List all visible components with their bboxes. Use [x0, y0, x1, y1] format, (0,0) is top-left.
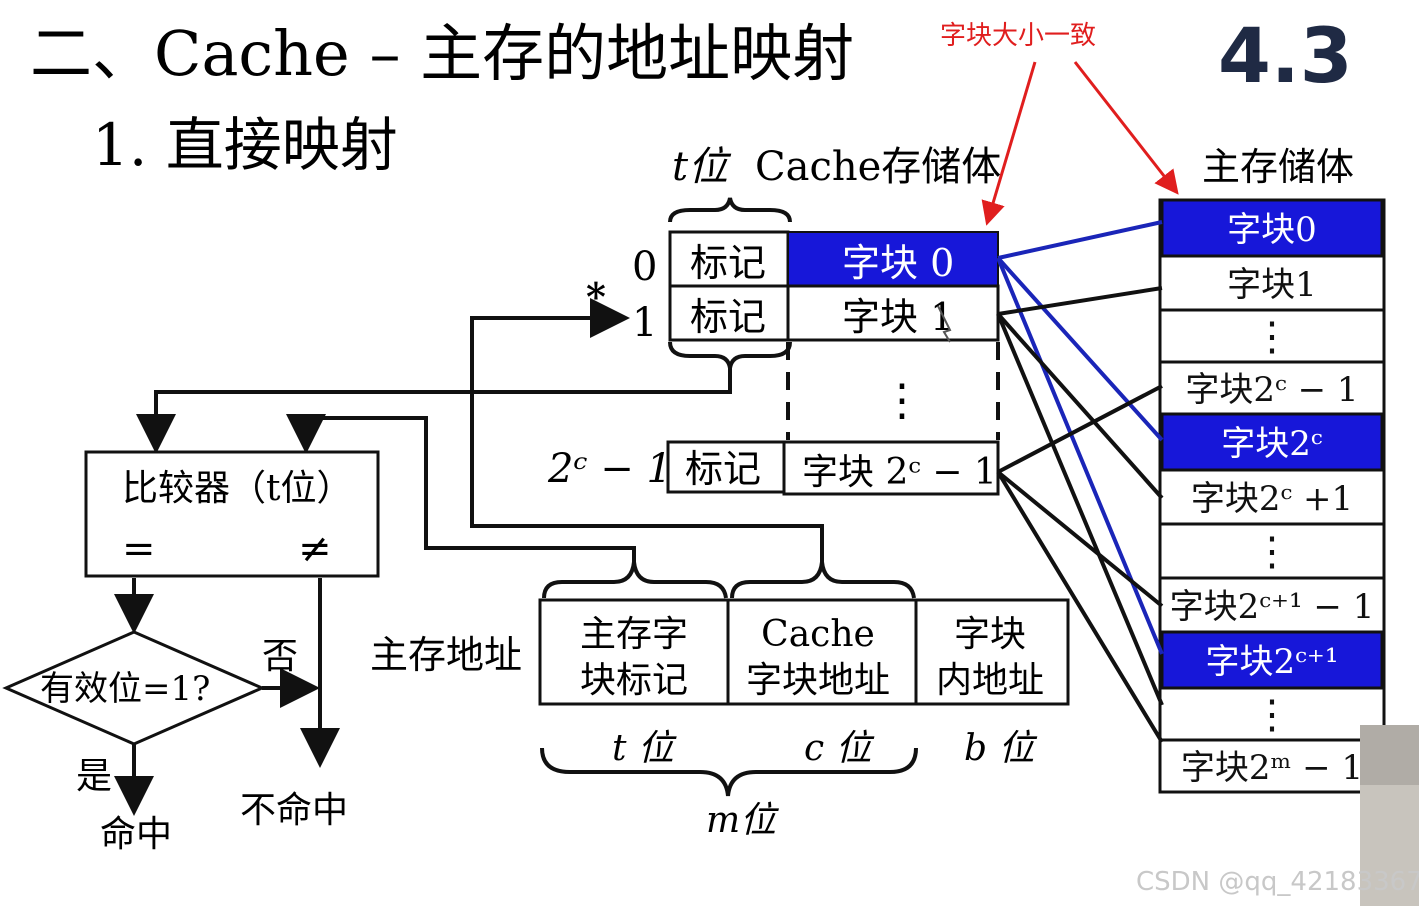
miss-label: 不命中 [240, 790, 348, 831]
main-memory-block-label: 字块2ᶜ⁺¹ − 1 [1170, 587, 1375, 627]
main-memory-block-highlighted [1160, 198, 1384, 258]
bits-c-label: c 位 [804, 728, 875, 769]
annotation-label: 字块大小一致 [940, 21, 1096, 51]
address-field-text: 字块地址 [746, 660, 890, 701]
cache-tag-brace-top [668, 197, 792, 223]
star-marker: * [586, 274, 606, 319]
cache-row-tag-label: 标记 [690, 241, 766, 285]
map-line [996, 470, 1164, 744]
map-line [997, 286, 1163, 316]
brace-tag-field [542, 561, 728, 599]
address-field-tag [538, 598, 730, 706]
address-field-text: 内地址 [936, 660, 1044, 701]
decision-label: 有效位=1? [40, 669, 210, 709]
cache-row-tag-label: 标记 [690, 295, 766, 339]
section-number: 4.3 [1218, 11, 1353, 100]
address-field-offset [914, 598, 1070, 706]
brace-m-bits [540, 747, 918, 797]
annotation-arrow-cache [981, 61, 1037, 226]
comparator-neq: ≠ [298, 526, 332, 572]
map-line-blue [996, 256, 1164, 442]
cache-row-index: 0 [632, 244, 657, 290]
main-memory-block-label: ⋮ [1252, 314, 1292, 360]
main-memory-block-label: 字块2ᵐ − 1 [1181, 748, 1363, 788]
cache-tag-compare-line [136, 368, 732, 454]
main-memory-block [1158, 576, 1386, 634]
brace-index-field [730, 561, 916, 599]
cache-tag-brace-bottom [668, 341, 792, 369]
cache-row-block [782, 440, 1000, 496]
main-memory-block [1158, 686, 1386, 742]
tag-compare-line [286, 414, 636, 562]
index-select-line [470, 298, 824, 562]
map-line [996, 470, 1164, 608]
main-memory-block [1158, 254, 1386, 312]
page-title: 二、Cache – 主存的地址映射 [30, 17, 854, 90]
yes-label: 是 [76, 756, 112, 797]
cache-row-block-highlighted [787, 231, 999, 287]
main-memory-blocks: 字块0 字块1 ⋮ 字块2ᶜ − 1 字块2ᶜ 字块2ᶜ +1 ⋮ 字块2ᶜ⁺¹ − 1 字块2… [1158, 198, 1386, 794]
main-memory-block-label: ⋮ [1252, 529, 1292, 575]
cache-tag-bits-label: t位 [672, 144, 732, 190]
address-field-text: 主存字 [580, 614, 688, 655]
map-line [997, 384, 1163, 474]
cache-row-tag [666, 440, 786, 494]
cache-row-tag-label: 标记 [685, 447, 761, 491]
main-memory-block-highlighted [1160, 630, 1384, 690]
address-field-text: Cache [761, 614, 875, 655]
main-memory-block [1158, 522, 1386, 580]
annotation-arrow-main [1073, 61, 1179, 195]
bits-m-label: m位 [706, 800, 779, 841]
main-memory-block-label: ⋮ [1252, 692, 1292, 738]
cache-row-block-label: 字块 1 [842, 295, 954, 339]
address-field-cache-index [726, 598, 918, 706]
watermark: CSDN @qq_42183367 [1136, 867, 1419, 897]
cache-row-index: 1 [632, 300, 657, 346]
cache-row-block-label: 字块 0 [842, 241, 954, 285]
main-memory-block-label: 字块2ᶜ⁺¹ [1206, 642, 1339, 682]
main-memory-block [1158, 468, 1386, 526]
map-line [996, 312, 1164, 500]
cursor-icon [937, 305, 952, 343]
main-memory-block-label: 字块0 [1227, 210, 1317, 250]
comparator-label: 比较器（t位） [122, 468, 352, 509]
main-address-label: 主存地址 [370, 633, 522, 677]
no-label: 否 [262, 636, 298, 677]
main-memory-block-label: 字块2ᶜ − 1 [1185, 370, 1358, 410]
main-memory-block-label: 字块1 [1227, 265, 1317, 305]
main-memory-block-label: 字块2ᶜ +1 [1191, 479, 1353, 519]
cache-row-block-label: 字块 2ᶜ − 1 [802, 452, 997, 493]
map-line-blue [996, 257, 1164, 655]
cache-ellipsis: ⋮ [880, 375, 924, 426]
hit-label: 命中 [100, 814, 172, 855]
comparator-box [84, 450, 380, 578]
cache-storage-label: Cache存储体 [755, 144, 1001, 190]
bits-b-label: b 位 [964, 728, 1037, 769]
address-field-text: 字块 [954, 614, 1026, 655]
cache-row-tag [668, 284, 790, 342]
comparator-eq: = [122, 526, 156, 572]
main-memory-block-label: 字块2ᶜ [1221, 424, 1322, 464]
main-memory-block [1158, 738, 1386, 794]
page-subtitle: 1. 直接映射 [92, 111, 398, 179]
map-line-blue [997, 220, 1163, 260]
main-memory-block [1158, 360, 1386, 416]
cache-row-index: 2ᶜ − 1 [547, 446, 672, 492]
map-line [996, 313, 1164, 706]
bits-t-label: t 位 [612, 728, 677, 769]
address-field-text: 块标记 [580, 660, 688, 701]
video-overlay-photo-top [1360, 725, 1419, 785]
main-memory-label: 主存储体 [1202, 145, 1354, 189]
